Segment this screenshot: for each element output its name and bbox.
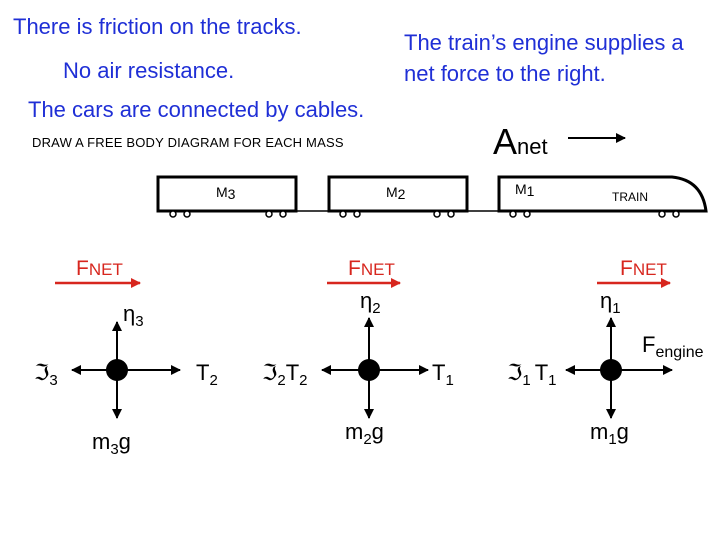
acceleration-label: Anet: [493, 122, 548, 167]
fbd2-friction-symbol: ℑ: [262, 360, 278, 385]
fbd3-weight-pre: m: [92, 429, 111, 454]
fnet-label-3-f: F: [620, 257, 633, 280]
train-engine-body: [497, 175, 708, 213]
car-m2-wheels: [339, 210, 455, 218]
fnet-label-3: FNET: [620, 257, 667, 280]
note-engine-line2: net force to the right.: [404, 61, 606, 86]
mass-dot-3: [106, 359, 128, 381]
instruction-text: DRAW A FREE BODY DIAGRAM FOR EACH MASS: [32, 135, 344, 150]
fbd2-normal-sub: 2: [372, 300, 381, 317]
fbd3-tension-sub: 2: [209, 372, 218, 389]
acceleration-subscript: net: [517, 134, 548, 159]
car-m3-label: M3: [216, 184, 235, 202]
fbd3-normal-label: η3: [123, 302, 144, 334]
note-engine: The train’s engine supplies a net force …: [404, 27, 684, 89]
fbd3-friction-symbol: ℑ: [34, 360, 50, 385]
fbd-mass-2: [321, 317, 429, 419]
fbd3-weight-label: m3g: [92, 430, 131, 462]
fbd2-tension-right-sub: 1: [445, 372, 454, 389]
fbd2-tension-right-label: T1: [432, 361, 454, 393]
mass-dot-2: [358, 359, 380, 381]
fbd2-weight-post: g: [371, 419, 384, 444]
fbd1-engine-symbol: F: [642, 332, 656, 357]
fnet-label-3-rest: NET: [632, 260, 667, 279]
acceleration-symbol: A: [493, 121, 518, 162]
note-friction: There is friction on the tracks.: [13, 14, 302, 39]
fbd2-weight-sub: 2: [363, 431, 372, 448]
car-m2-label: M2: [386, 184, 405, 202]
train-label: TRAIN: [612, 190, 648, 204]
fbd2-normal-label: η2: [360, 289, 381, 321]
car-m3-letter: M: [216, 184, 228, 200]
car-m3-index: 3: [227, 186, 236, 202]
fbd1-normal-sub: 1: [612, 300, 621, 317]
car-m2-index: 2: [397, 186, 406, 202]
fbd1-tension-symbol: T: [534, 360, 549, 385]
car-m2-body: [327, 175, 469, 213]
fbd2-left-labels: ℑ2T2: [262, 361, 307, 393]
fbd1-engine-label: Fengine: [642, 333, 704, 365]
fbd1-normal-label: η1: [600, 289, 621, 321]
car-m1-letter: M: [515, 181, 527, 197]
fbd2-weight-label: m2g: [345, 420, 384, 452]
car-m3-body: [156, 175, 298, 213]
fnet-label-1: FNET: [76, 257, 123, 280]
car-m3-wheels: [169, 210, 287, 218]
fbd2-tension-left-symbol: T: [285, 360, 300, 385]
fbd3-weight-post: g: [118, 429, 131, 454]
fbd1-normal-symbol: η: [600, 288, 613, 313]
fbd3-normal-sub: 3: [135, 313, 144, 330]
fbd2-tension-left-sub: 2: [299, 372, 308, 389]
note-air-resistance: No air resistance.: [63, 58, 235, 83]
fbd3-normal-symbol: η: [123, 301, 136, 326]
fnet-label-2-rest: NET: [360, 260, 395, 279]
fnet-label-1-rest: NET: [88, 260, 123, 279]
fbd2-weight-pre: m: [345, 419, 364, 444]
fbd3-tension-label: T2: [196, 361, 218, 393]
fnet-label-1-f: F: [76, 257, 89, 280]
fbd-mass-3: [71, 321, 181, 419]
fbd2-friction-sub: 2: [277, 372, 286, 389]
fbd2-tension-right-symbol: T: [432, 360, 446, 385]
fbd1-weight-sub: 1: [608, 431, 617, 448]
mass-dot-1: [600, 359, 622, 381]
fbd1-friction-symbol: ℑ: [507, 360, 523, 385]
fbd3-weight-sub: 3: [110, 441, 119, 458]
car-m1-label: M1: [515, 181, 534, 199]
train-engine-wheels: [509, 210, 680, 218]
fbd2-normal-symbol: η: [360, 288, 373, 313]
fbd1-engine-sub: engine: [655, 344, 704, 361]
fbd1-weight-pre: m: [590, 419, 609, 444]
fbd3-friction-sub: 3: [49, 372, 58, 389]
fnet-label-2: FNET: [348, 257, 395, 280]
fbd1-weight-post: g: [616, 419, 629, 444]
fbd1-weight-label: m1g: [590, 420, 629, 452]
fbd1-friction-sub: 1: [522, 372, 531, 389]
fbd1-tension-sub: 1: [548, 372, 557, 389]
car-m1-index: 1: [526, 183, 535, 199]
fnet-label-2-f: F: [348, 257, 361, 280]
fbd3-tension-symbol: T: [196, 360, 210, 385]
fbd3-friction-label: ℑ3: [34, 361, 58, 393]
note-cables: The cars are connected by cables.: [28, 97, 365, 122]
car-m2-letter: M: [386, 184, 398, 200]
fbd-mass-1: [565, 317, 673, 419]
note-engine-line1: The train’s engine supplies a: [404, 30, 684, 55]
